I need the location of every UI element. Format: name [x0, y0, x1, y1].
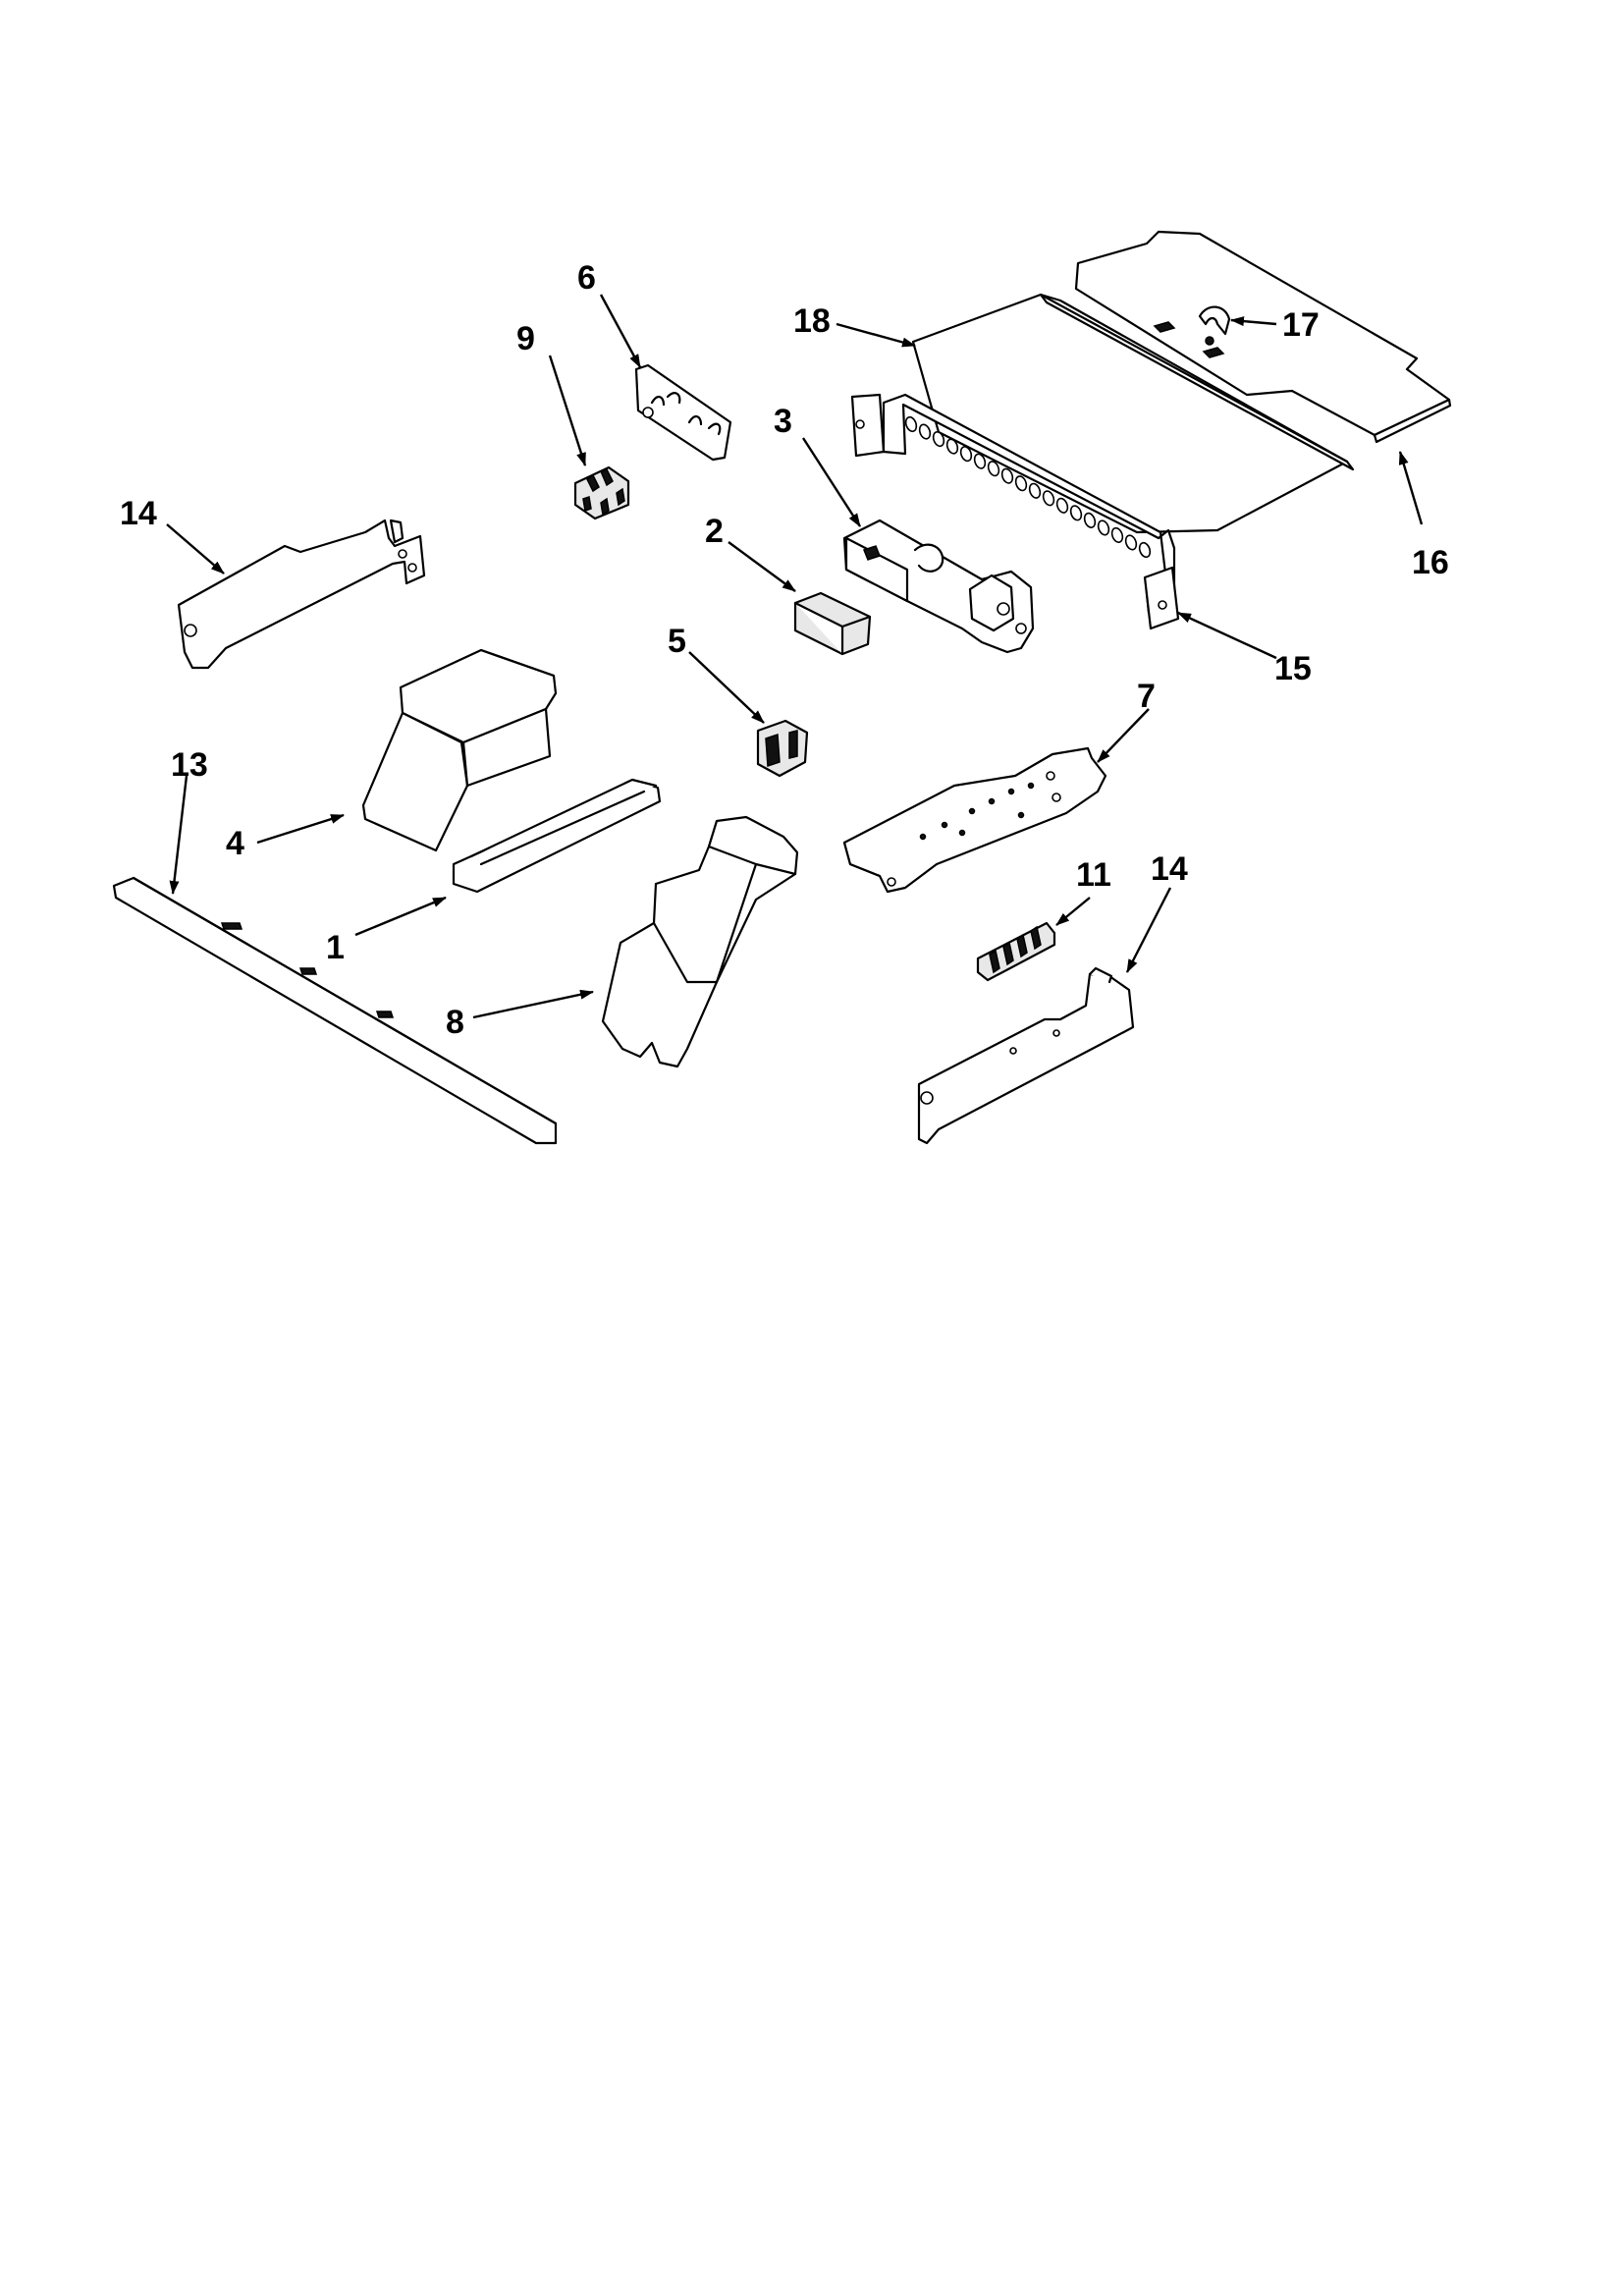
bracket-slot [904, 415, 918, 433]
part-16-top-cover [1074, 230, 1452, 444]
leader-1 [354, 896, 447, 937]
leader-8 [472, 989, 594, 1019]
part-18-cover-sheet [911, 293, 1355, 534]
callout-18: 18 [793, 302, 831, 340]
callout-6: 6 [577, 259, 596, 297]
callout-2: 2 [705, 513, 724, 550]
leader-3 [801, 437, 862, 527]
bracket-slot [1055, 497, 1069, 514]
part-8-tray [601, 815, 799, 1068]
part-1-channel [452, 778, 662, 894]
callout-14-left: 14 [120, 495, 157, 532]
callout-17: 17 [1282, 306, 1320, 344]
bracket-slot [1028, 482, 1042, 499]
leader-lines [166, 294, 1424, 1019]
callout-14-right: 14 [1151, 850, 1188, 888]
callout-8: 8 [446, 1004, 464, 1041]
callout-13: 13 [171, 746, 208, 784]
part-17-clip [1153, 305, 1231, 358]
bracket-slot [1110, 526, 1124, 543]
bracket-slot [1069, 505, 1083, 521]
callout-5: 5 [668, 623, 686, 660]
bracket-slot [1000, 467, 1014, 484]
part-6-plate [634, 363, 732, 462]
leader-17 [1230, 316, 1277, 327]
part-5-switch [756, 719, 809, 778]
bracket-slot [959, 446, 973, 463]
part-15-perforated-bracket [850, 393, 1180, 630]
leader-6 [599, 294, 642, 368]
leader-15 [1177, 611, 1277, 660]
part-4-duct [361, 648, 558, 852]
callout-7: 7 [1137, 678, 1156, 715]
leader-11 [1055, 897, 1091, 926]
part-9-terminal-block [573, 465, 630, 520]
callout-4: 4 [226, 825, 244, 862]
bracket-slot [918, 423, 932, 440]
callout-3: 3 [774, 403, 792, 440]
bracket-slot [1083, 512, 1097, 528]
leader-5 [688, 651, 765, 724]
callout-labels: 6 9 14 18 17 3 16 2 15 5 7 13 4 11 14 1 … [120, 259, 1449, 1041]
callout-11: 11 [1076, 856, 1111, 894]
callout-16: 16 [1412, 544, 1449, 581]
part-3-actuator [842, 519, 1035, 654]
leader-7 [1097, 708, 1150, 763]
callout-1: 1 [326, 929, 345, 966]
bracket-slot [1042, 490, 1055, 507]
bracket-slot [945, 438, 959, 455]
bracket-slot [1014, 475, 1028, 492]
leader-18 [836, 322, 916, 348]
leader-16 [1398, 451, 1424, 525]
leader-4 [256, 813, 345, 845]
leader-9 [548, 355, 587, 466]
part-13-rail [112, 876, 558, 1145]
bracket-slot [1124, 534, 1138, 551]
bracket-slot [1097, 519, 1110, 536]
part-14-right-side-bracket [917, 966, 1135, 1145]
part-14-left-side-bracket [177, 519, 426, 670]
part-15-slots [904, 415, 1152, 559]
callout-15: 15 [1274, 650, 1312, 687]
bracket-slot [932, 431, 945, 448]
part-2-block [793, 591, 872, 656]
bracket-slot [987, 461, 1000, 477]
bracket-slot [973, 453, 987, 469]
part-11-terminal-strip [976, 921, 1056, 982]
leader-13 [169, 775, 189, 895]
leader-14-left [166, 523, 225, 574]
bracket-slot [1138, 541, 1152, 559]
leader-14-right [1125, 887, 1172, 973]
leader-2 [728, 541, 796, 592]
callout-9: 9 [516, 320, 535, 357]
part-7-mounting-plate [842, 746, 1107, 894]
